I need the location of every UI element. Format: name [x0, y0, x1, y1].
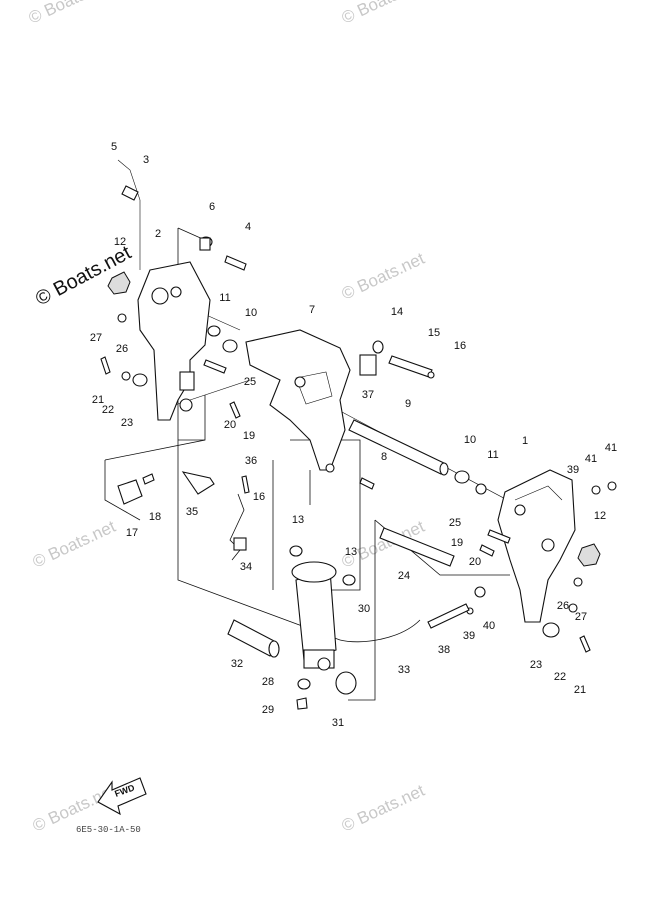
- gas-cylinder: [291, 561, 337, 671]
- callout-23: 23: [530, 659, 542, 671]
- callout-11: 11: [219, 292, 230, 304]
- callout-2: 2: [155, 228, 161, 240]
- callout-22: 22: [102, 404, 114, 416]
- callout-21: 21: [92, 394, 104, 406]
- callout-31: 31: [332, 717, 344, 729]
- clamp-bracket-starboard: [497, 469, 576, 623]
- callout-30: 30: [358, 603, 370, 615]
- callout-20: 20: [224, 419, 236, 431]
- callout-27: 27: [575, 611, 587, 623]
- callout-13: 13: [345, 546, 357, 558]
- callout-7: 7: [309, 304, 315, 316]
- watermark: © Boats.net: [26, 0, 115, 28]
- collars: [227, 545, 357, 695]
- clamp-bracket-port: [137, 261, 211, 421]
- callout-14: 14: [391, 306, 403, 318]
- callout-12: 12: [114, 236, 126, 248]
- callout-28: 28: [262, 676, 274, 688]
- nuts: [107, 271, 617, 587]
- callout-9: 9: [405, 398, 411, 410]
- callout-13: 13: [292, 514, 304, 526]
- callout-16: 16: [454, 340, 466, 352]
- callout-25: 25: [449, 517, 461, 529]
- callout-22: 22: [554, 671, 566, 683]
- callout-27: 27: [90, 332, 102, 344]
- callout-26: 26: [557, 600, 569, 612]
- watermark-layer: © Boats.net © Boats.net © Boats.net © Bo…: [26, 0, 428, 836]
- pins-and-bushings: [121, 185, 578, 638]
- callout-34: 34: [240, 561, 252, 573]
- callout-40: 40: [483, 620, 495, 632]
- anode-plate: [117, 473, 155, 505]
- callout-36: 36: [245, 455, 257, 467]
- tilt-lever: [181, 471, 247, 561]
- callout-37: 37: [362, 389, 374, 401]
- callout-11: 11: [487, 449, 498, 461]
- callout-33: 33: [398, 664, 410, 676]
- callout-5: 5: [111, 141, 117, 153]
- callout-23: 23: [121, 417, 133, 429]
- callout-21: 21: [574, 684, 586, 696]
- callout-39: 39: [463, 630, 475, 642]
- callout-18: 18: [149, 511, 161, 523]
- callout-10: 10: [245, 307, 257, 319]
- callout-38: 38: [438, 644, 450, 656]
- callout-15: 15: [428, 327, 440, 339]
- tilt-tube: [348, 419, 449, 476]
- callout-6: 6: [209, 201, 215, 213]
- callout-39: 39: [567, 464, 579, 476]
- callout-25: 25: [244, 376, 256, 388]
- caution-label: [359, 354, 377, 376]
- callout-17: 17: [126, 527, 138, 539]
- callout-3: 3: [143, 154, 149, 166]
- callout-1: 1: [522, 435, 528, 447]
- callout-12: 12: [594, 510, 606, 522]
- watermark: © Boats.net: [30, 517, 119, 572]
- callout-41: 41: [605, 442, 617, 454]
- callout-10: 10: [464, 434, 476, 446]
- callout-4: 4: [245, 221, 251, 233]
- callout-41: 41: [585, 453, 597, 465]
- watermark: © Boats.net: [339, 781, 428, 836]
- callout-19: 19: [243, 430, 255, 442]
- callout-19: 19: [451, 537, 463, 549]
- swivel-bracket: [245, 329, 351, 473]
- watermark: © Boats.net: [339, 249, 428, 304]
- callout-29: 29: [262, 704, 274, 716]
- callout-8: 8: [381, 451, 387, 463]
- callout-24: 24: [398, 570, 410, 582]
- fwd-arrow-icon: FWD: [97, 777, 147, 816]
- bolts: [100, 356, 591, 710]
- drawing-code: 6E5-30-1A-50: [76, 825, 141, 835]
- callout-16: 16: [253, 491, 265, 503]
- callout-26: 26: [116, 343, 128, 355]
- callout-35: 35: [186, 506, 198, 518]
- callout-32: 32: [231, 658, 243, 670]
- watermark: © Boats.net: [339, 0, 428, 28]
- callout-20: 20: [469, 556, 481, 568]
